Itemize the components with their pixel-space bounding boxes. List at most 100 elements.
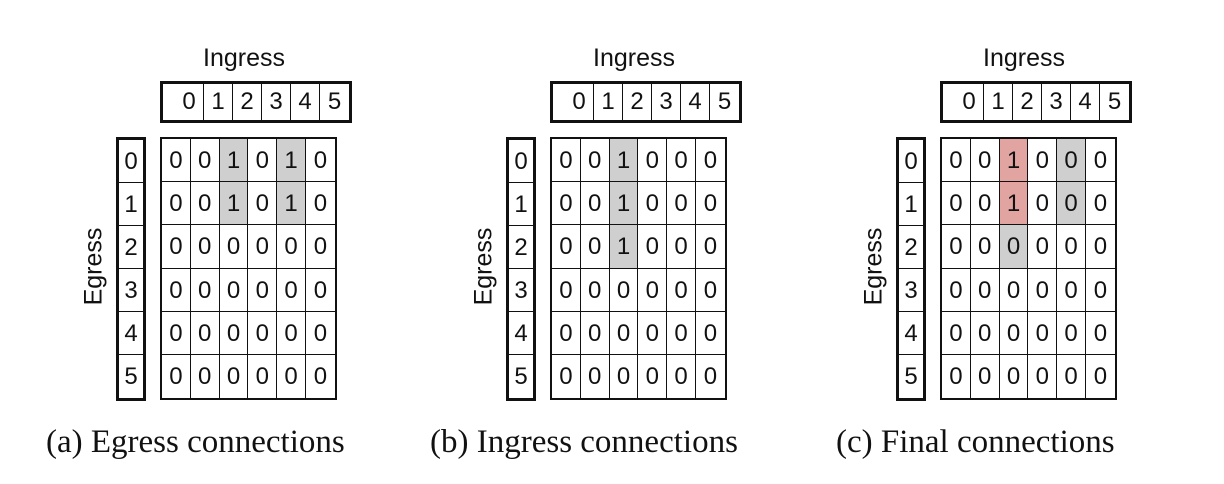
matrix-cell-3-1: 0 — [580, 268, 610, 312]
egress-port-2: 2 — [509, 226, 533, 269]
matrix-cell-2-5: 0 — [305, 225, 335, 269]
ingress-port-1: 1 — [594, 84, 623, 120]
egress-port-2: 2 — [119, 226, 143, 269]
matrix-cell-1-0: 0 — [552, 182, 581, 226]
matrix-cell-4-0: 0 — [942, 311, 971, 355]
matrix-cell-1-5: 0 — [305, 182, 335, 226]
matrix-cell-0-3: 0 — [248, 139, 278, 183]
ingress-port-5: 5 — [327, 88, 342, 115]
matrix-cell-5-0: 0 — [162, 354, 191, 399]
matrix-cell-0-4: 0 — [667, 139, 696, 183]
ingress-port-0: 0 — [175, 84, 204, 120]
matrix-cell-5-1: 0 — [971, 354, 1000, 399]
ingress-port-2: 2 — [1013, 84, 1042, 120]
matrix-cell-3-2: 0 — [999, 268, 1029, 312]
ingress-port-4: 4 — [681, 84, 710, 120]
matrix-cell-2-0: 0 — [942, 225, 971, 269]
ingress-port-1: 1 — [984, 84, 1013, 120]
matrix-cell-3-3: 0 — [1028, 268, 1058, 312]
matrix-cell-1-4: 0 — [1057, 182, 1086, 226]
matrix-cell-3-5: 0 — [305, 269, 335, 312]
matrix-cell-0-2: 1 — [999, 139, 1029, 183]
matrix-cell-0-0: 0 — [552, 139, 581, 183]
ingress-port-2: 2 — [623, 84, 652, 120]
matrix-cell-4-4: 0 — [667, 311, 696, 355]
egress-port-4: 4 — [119, 312, 143, 355]
matrix-cell-0-5: 0 — [305, 139, 335, 183]
matrix-cell-2-4: 0 — [667, 225, 696, 269]
ingress-port-4: 4 — [291, 84, 320, 120]
matrix-cell-1-5: 0 — [695, 182, 725, 226]
egress-port-0: 0 — [509, 140, 533, 183]
matrix-cell-3-0: 0 — [552, 268, 581, 312]
matrix-cell-5-4: 0 — [277, 354, 306, 399]
panel-caption: (b) Ingress connections — [430, 424, 738, 460]
matrix-cell-0-1: 0 — [970, 139, 1000, 183]
matrix-cell-2-1: 0 — [970, 225, 1000, 269]
matrix-cell-4-2: 0 — [999, 311, 1029, 355]
matrix-cell-0-3: 0 — [1028, 139, 1058, 183]
matrix-cell-5-2: 0 — [220, 354, 249, 399]
header-spacer — [163, 84, 175, 120]
matrix-cell-4-1: 0 — [970, 311, 1000, 355]
egress-port-5: 5 — [904, 363, 918, 390]
matrix-cell-5-4: 0 — [667, 354, 696, 399]
egress-port-1: 1 — [119, 183, 143, 226]
matrix-cell-4-1: 0 — [580, 311, 610, 355]
matrix-cell-3-1: 0 — [970, 268, 1000, 312]
matrix-cell-1-3: 0 — [1028, 182, 1058, 226]
egress-port-3: 3 — [509, 269, 533, 312]
matrix-cell-4-3: 0 — [638, 311, 668, 355]
matrix-cell-0-2: 1 — [219, 139, 249, 183]
matrix-cell-4-3: 0 — [1028, 311, 1058, 355]
matrix-cell-3-3: 0 — [638, 268, 668, 312]
matrix-cell-4-0: 0 — [162, 311, 191, 355]
matrix-cell-3-3: 0 — [248, 268, 278, 312]
matrix-cell-5-5: 0 — [703, 362, 718, 390]
matrix-cell-2-2: 0 — [999, 225, 1029, 269]
matrix-cell-3-4: 0 — [667, 268, 696, 312]
matrix-cell-4-1: 0 — [190, 311, 220, 355]
ingress-port-5: 5 — [717, 88, 732, 115]
matrix-cell-1-1: 0 — [580, 182, 610, 226]
matrix-cell-2-4: 0 — [1057, 225, 1086, 269]
egress-port-3: 3 — [899, 269, 923, 312]
panel-caption: (c) Final connections — [836, 424, 1115, 460]
matrix-cell-0-2: 1 — [609, 139, 639, 183]
egress-port-3: 3 — [119, 269, 143, 312]
matrix-cell-2-2: 1 — [609, 225, 639, 269]
matrix-cell-0-0: 0 — [162, 139, 191, 183]
egress-port-2: 2 — [899, 226, 923, 269]
matrix-cell-2-4: 0 — [277, 225, 306, 269]
matrix-cell-2-1: 0 — [190, 225, 220, 269]
ingress-label: Ingress — [593, 44, 675, 72]
matrix-cell-0-3: 0 — [638, 139, 668, 183]
ingress-port-3: 3 — [652, 84, 681, 120]
matrix-cell-1-3: 0 — [248, 182, 278, 226]
matrix-cell-1-2: 1 — [999, 182, 1029, 226]
matrix-cell-4-5: 0 — [305, 312, 335, 355]
egress-port-0: 0 — [899, 140, 923, 183]
matrix-cell-1-3: 0 — [638, 182, 668, 226]
matrix-cell-2-5: 0 — [1085, 225, 1115, 269]
matrix-cell-5-1: 0 — [191, 354, 220, 399]
ingress-port-4: 4 — [1071, 84, 1100, 120]
matrix-cell-3-4: 0 — [277, 268, 306, 312]
matrix-cell-4-4: 0 — [1057, 311, 1086, 355]
matrix-cell-0-1: 0 — [190, 139, 220, 183]
ingress-port-3: 3 — [262, 84, 291, 120]
ingress-port-2: 2 — [233, 84, 262, 120]
matrix-cell-3-1: 0 — [190, 268, 220, 312]
matrix-cell-3-5: 0 — [695, 269, 725, 312]
matrix-cell-3-0: 0 — [942, 268, 971, 312]
matrix-cell-4-2: 0 — [609, 311, 639, 355]
matrix-cell-3-2: 0 — [219, 268, 249, 312]
egress-port-1: 1 — [509, 183, 533, 226]
